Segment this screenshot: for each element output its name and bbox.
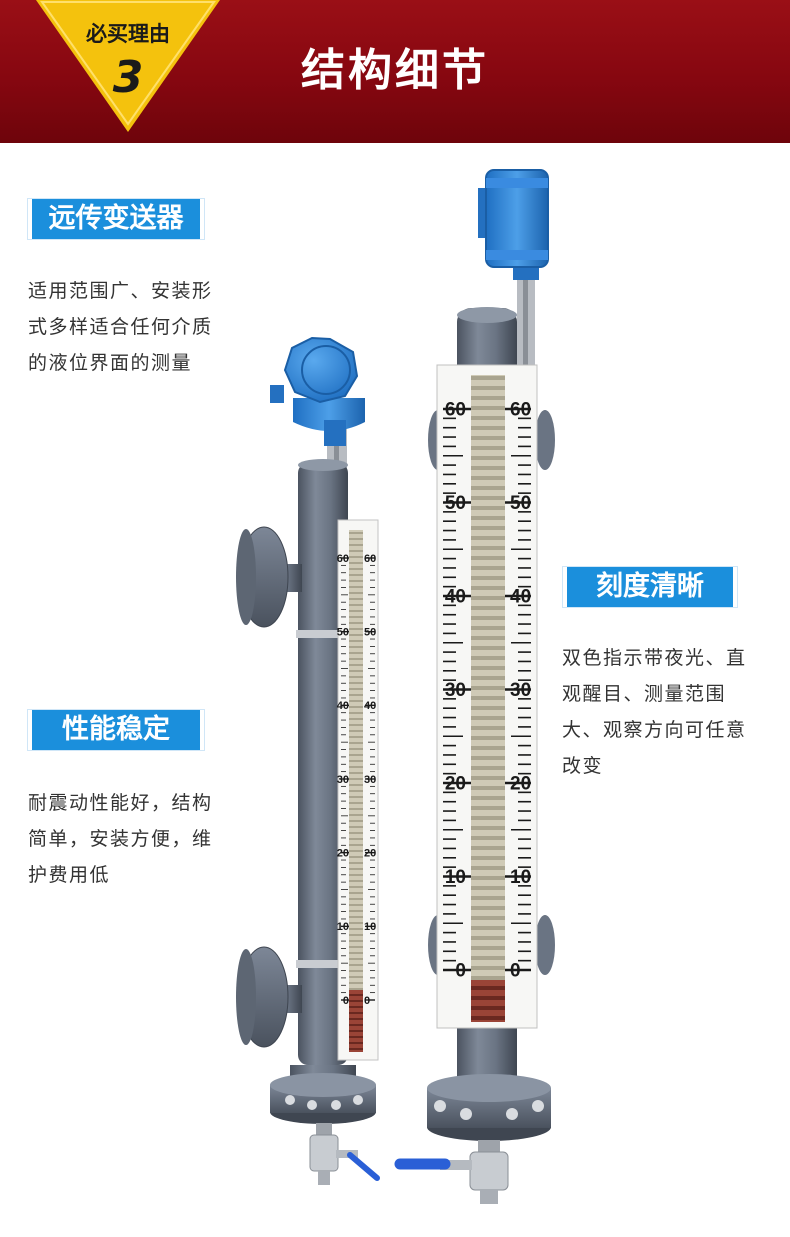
scale-label-left: 60 bbox=[337, 553, 349, 565]
desc-line: 改变 bbox=[562, 755, 604, 777]
scale-label-right: 20 bbox=[510, 774, 531, 795]
right-drain-valve bbox=[469, 1151, 509, 1191]
scale-label-left: 20 bbox=[445, 774, 466, 795]
right-level-gauge: 60 60 50 50 40 40 30 30 20 20 10 10 0 0 bbox=[394, 169, 555, 1204]
desc-line: 的液位界面的测量 bbox=[28, 352, 193, 374]
scale-label-right: 40 bbox=[364, 700, 376, 712]
scale-label-right: 20 bbox=[364, 848, 376, 860]
left-clamp bbox=[296, 960, 372, 968]
desc-line: 适用范围广、安装形 bbox=[28, 280, 213, 302]
scale-label-right: 50 bbox=[510, 493, 531, 514]
scale-label-left: 0 bbox=[343, 995, 349, 1007]
scale-label-left: 0 bbox=[455, 961, 466, 982]
scale-label-left: 40 bbox=[337, 700, 349, 712]
feature-desc-stability: 耐震动性能好，结构 简单，安装方便，维 护费用低 bbox=[28, 785, 213, 893]
left-cable-gland bbox=[270, 385, 284, 403]
feature-label-transmitter: 远传变送器 bbox=[28, 199, 204, 239]
left-indicator-red bbox=[349, 990, 363, 1052]
scale-label-right: 60 bbox=[364, 553, 376, 565]
scale-label-left: 40 bbox=[445, 587, 466, 608]
badge-text: 必买理由 bbox=[86, 22, 170, 46]
desc-line: 双色指示带夜光、直 bbox=[562, 647, 747, 669]
scale-label-right: 10 bbox=[364, 921, 376, 933]
scale-label-left: 50 bbox=[337, 627, 349, 639]
reason-badge: 必买理由 3 bbox=[36, 0, 220, 132]
desc-line: 观醒目、测量范围 bbox=[562, 683, 727, 705]
left-transmitter-head bbox=[283, 336, 359, 404]
scale-label-right: 30 bbox=[364, 774, 376, 786]
right-transmitter-head bbox=[485, 169, 549, 268]
scale-label-left: 30 bbox=[337, 774, 349, 786]
feature-label-scale: 刻度清晰 bbox=[563, 567, 737, 607]
scale-label-right: 60 bbox=[510, 400, 531, 421]
left-level-gauge: 60 60 50 50 40 40 30 30 20 20 10 10 0 0 bbox=[236, 336, 380, 1185]
right-indicator-white bbox=[471, 375, 505, 980]
scale-label-left: 20 bbox=[337, 848, 349, 860]
desc-line: 耐震动性能好，结构 bbox=[28, 792, 213, 814]
scale-label-right: 10 bbox=[510, 867, 531, 888]
left-indicator-white bbox=[349, 530, 363, 990]
desc-line: 大、观察方向可任意 bbox=[562, 719, 747, 741]
left-clamp bbox=[296, 630, 372, 638]
scale-label-left: 50 bbox=[445, 493, 466, 514]
scale-label-right: 0 bbox=[510, 961, 521, 982]
scale-label-right: 0 bbox=[364, 995, 370, 1007]
header-banner: 必买理由 3 结构细节 bbox=[0, 0, 790, 143]
scale-label-right: 30 bbox=[510, 680, 531, 701]
left-valve-handle bbox=[347, 1152, 380, 1181]
feature-desc-transmitter: 适用范围广、安装形 式多样适合任何介质 的液位界面的测量 bbox=[28, 273, 213, 381]
badge-number: 3 bbox=[112, 52, 144, 103]
scale-label-left: 60 bbox=[445, 400, 466, 421]
scale-label-left: 10 bbox=[445, 867, 466, 888]
scale-label-right: 40 bbox=[510, 587, 531, 608]
left-drain-valve bbox=[309, 1134, 339, 1172]
feature-label-stability: 性能稳定 bbox=[28, 710, 204, 750]
right-indicator-red bbox=[471, 980, 505, 1022]
scale-label-left: 30 bbox=[445, 680, 466, 701]
left-main-pipe bbox=[298, 463, 348, 1065]
scale-label-left: 10 bbox=[337, 921, 349, 933]
desc-line: 简单，安装方便，维 bbox=[28, 828, 213, 850]
badge-triangle-shape bbox=[36, 0, 220, 132]
desc-line: 式多样适合任何介质 bbox=[28, 316, 213, 338]
desc-line: 护费用低 bbox=[28, 864, 111, 886]
page-title: 结构细节 bbox=[301, 45, 489, 96]
scale-label-right: 50 bbox=[364, 627, 376, 639]
feature-desc-scale: 双色指示带夜光、直 观醒目、测量范围 大、观察方向可任意 改变 bbox=[562, 640, 747, 784]
